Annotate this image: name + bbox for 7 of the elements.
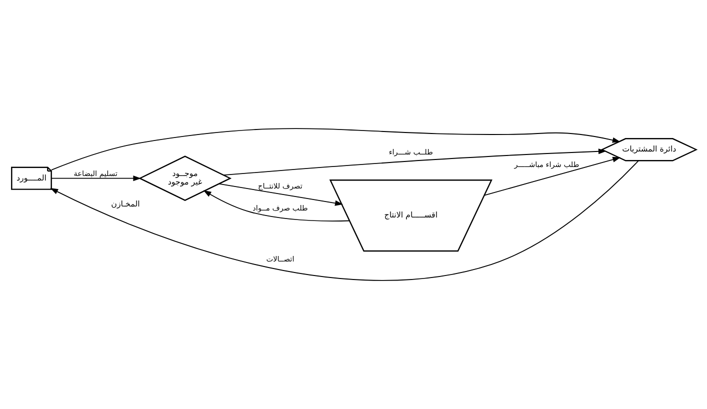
arrow <box>202 190 350 222</box>
arrow <box>218 183 342 206</box>
arrow <box>50 128 620 170</box>
arrow <box>483 156 620 196</box>
arrow <box>50 160 638 281</box>
arrow <box>222 148 606 176</box>
arrow <box>50 176 141 182</box>
